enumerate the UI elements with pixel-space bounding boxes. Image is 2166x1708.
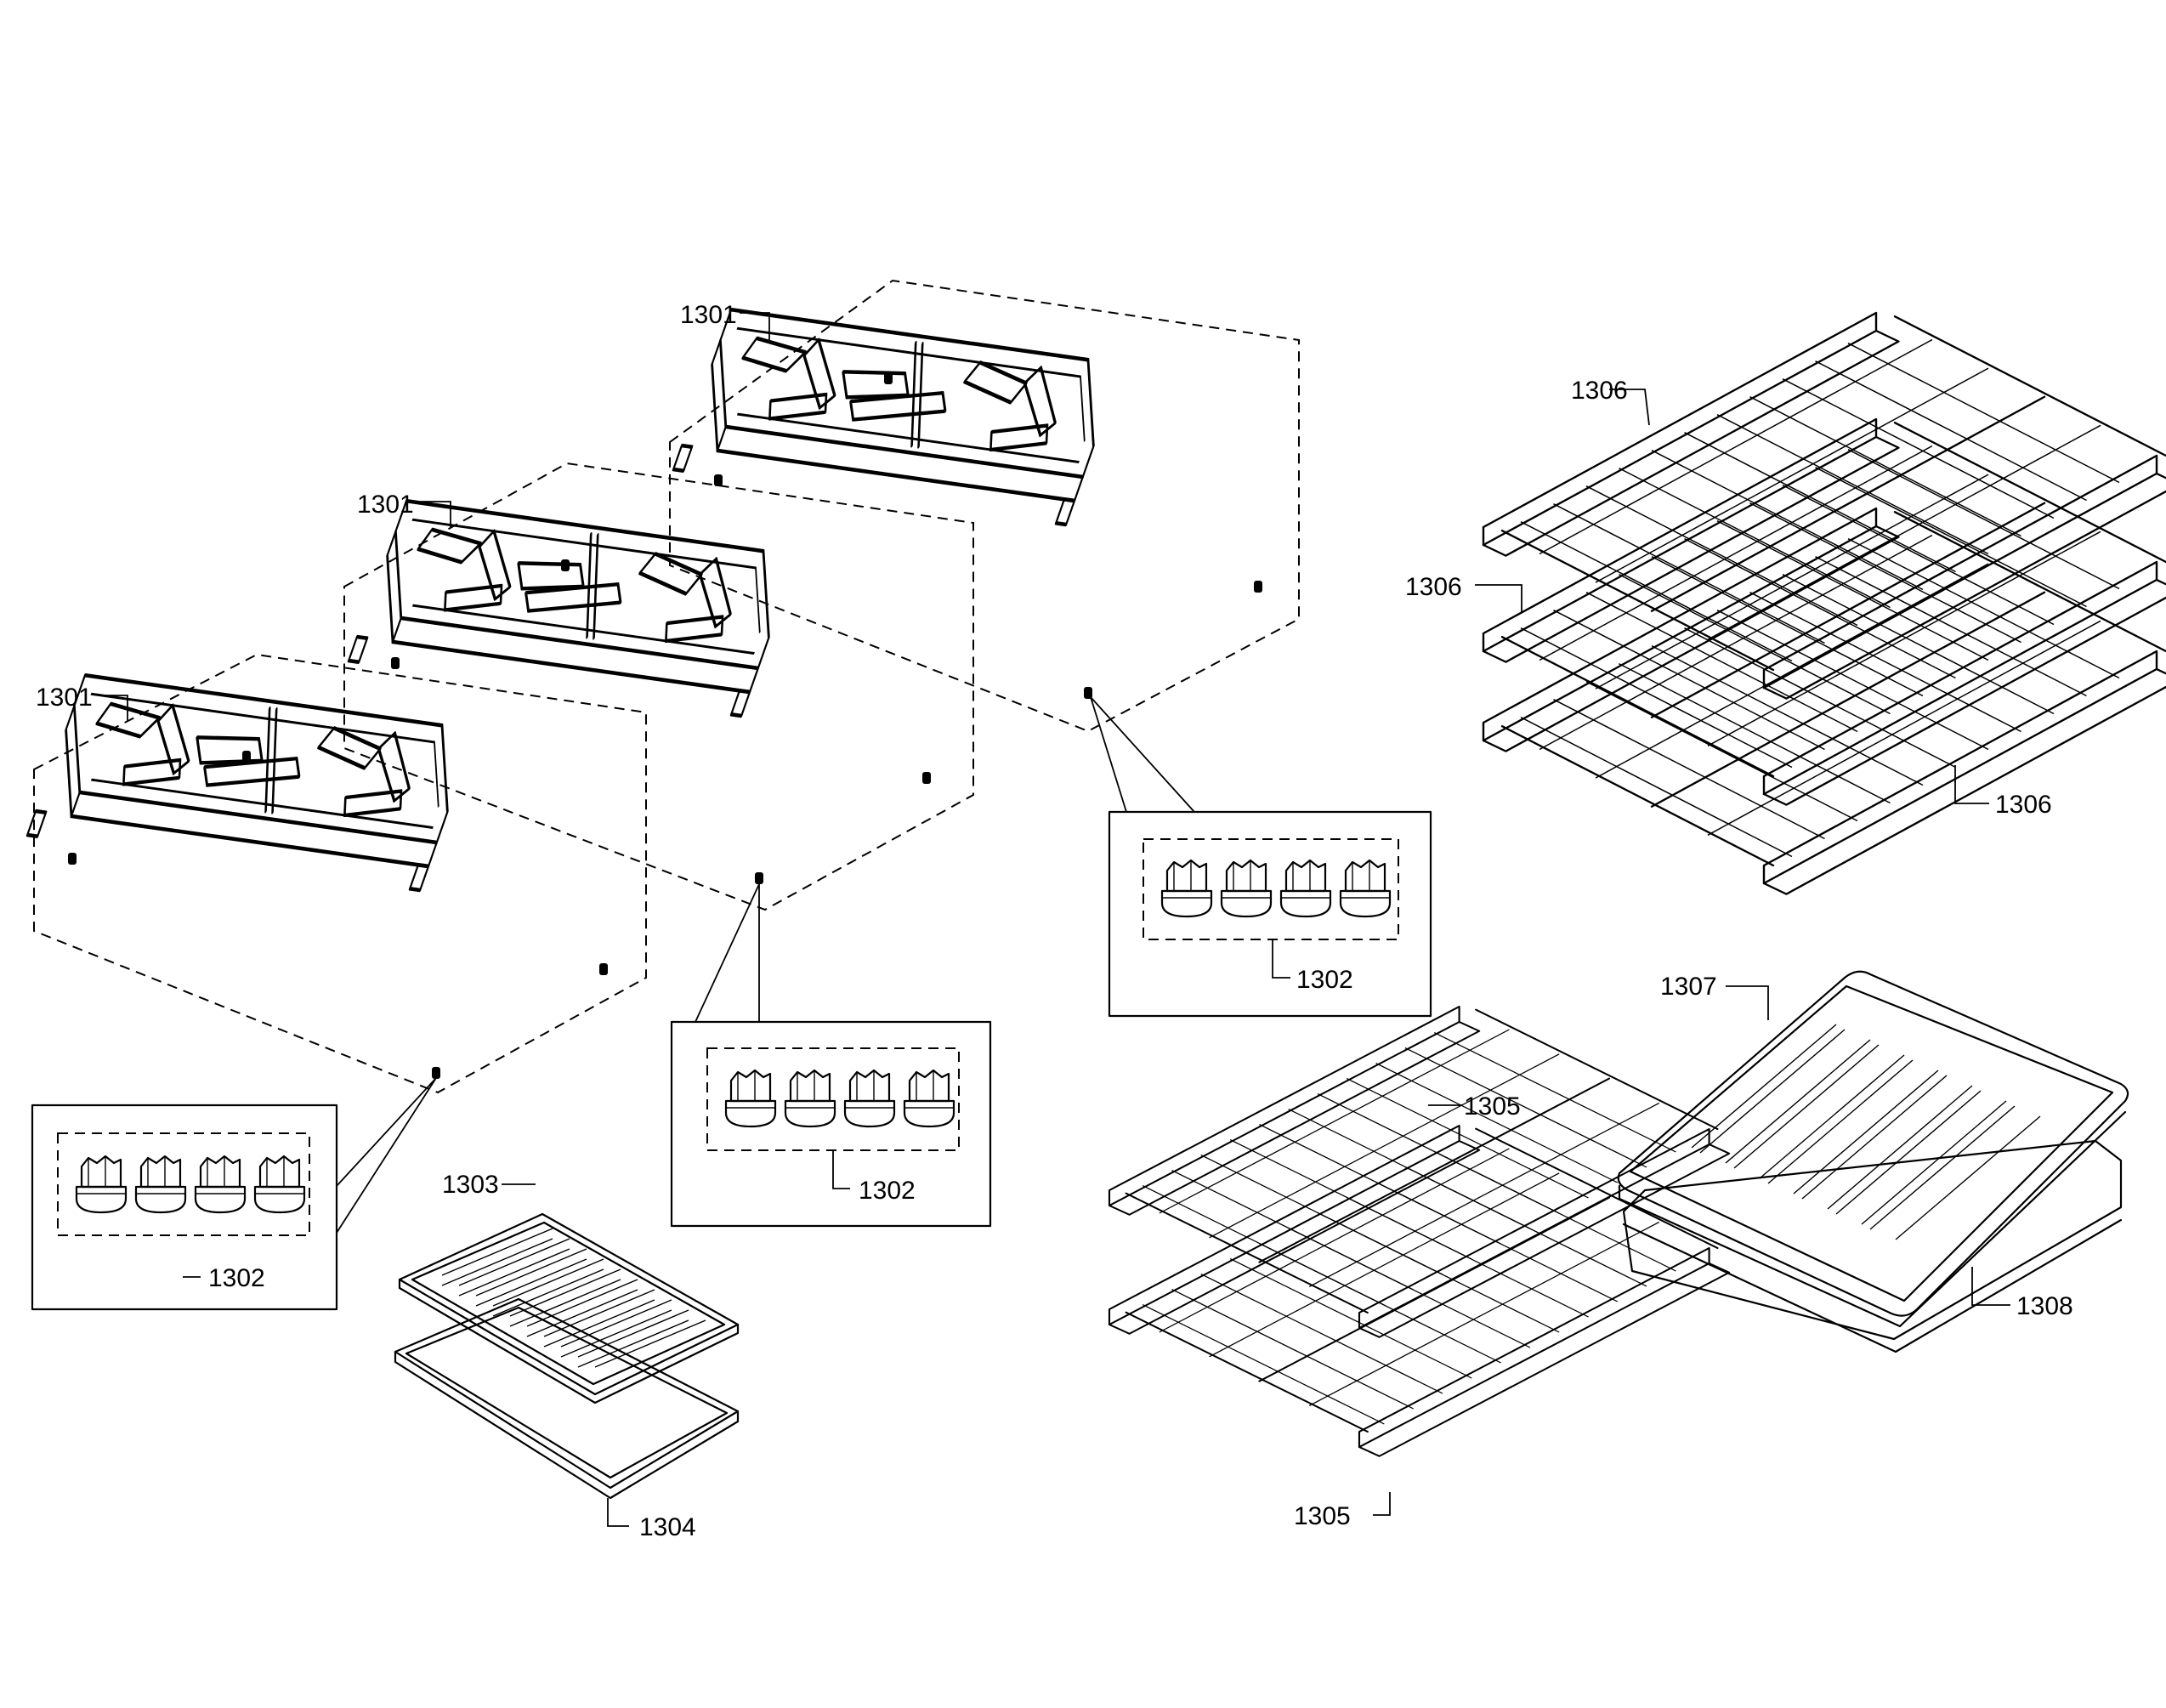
label-1305-upper: 1305 [1464,1092,1521,1121]
label-1302-right: 1302 [1296,966,1353,994]
label-1302-left: 1302 [208,1264,265,1292]
label-1301-left: 1301 [36,684,93,712]
grate-top [669,279,1300,733]
label-1302-middle: 1302 [859,1177,916,1205]
label-1304: 1304 [639,1513,696,1541]
broil-pan-large [1617,970,2129,1353]
label-1306-mid: 1306 [1405,573,1462,601]
broil-pan-small [394,1183,740,1527]
leader-1301-left [100,695,128,721]
bumpers-callout-middle [670,883,992,1228]
bumpers-callout-left [31,1077,437,1311]
grate-left [27,653,647,1094]
grate-middle [343,462,974,911]
leader-1301-mid [421,501,451,527]
label-1305-lower: 1305 [1294,1502,1351,1530]
label-1308: 1308 [2016,1292,2073,1320]
label-1303: 1303 [442,1171,499,1199]
label-1306-top: 1306 [1571,377,1628,405]
racks-1306 [1475,311,2166,895]
racks-1305 [1108,1005,1731,1516]
label-1301-top: 1301 [680,301,737,329]
label-1307: 1307 [1660,973,1717,1001]
label-1301-mid: 1301 [357,491,414,519]
label-1306-bottom: 1306 [1995,791,2052,819]
leader-1301-top [740,312,770,340]
bumpers-callout-right [1090,696,1432,1018]
